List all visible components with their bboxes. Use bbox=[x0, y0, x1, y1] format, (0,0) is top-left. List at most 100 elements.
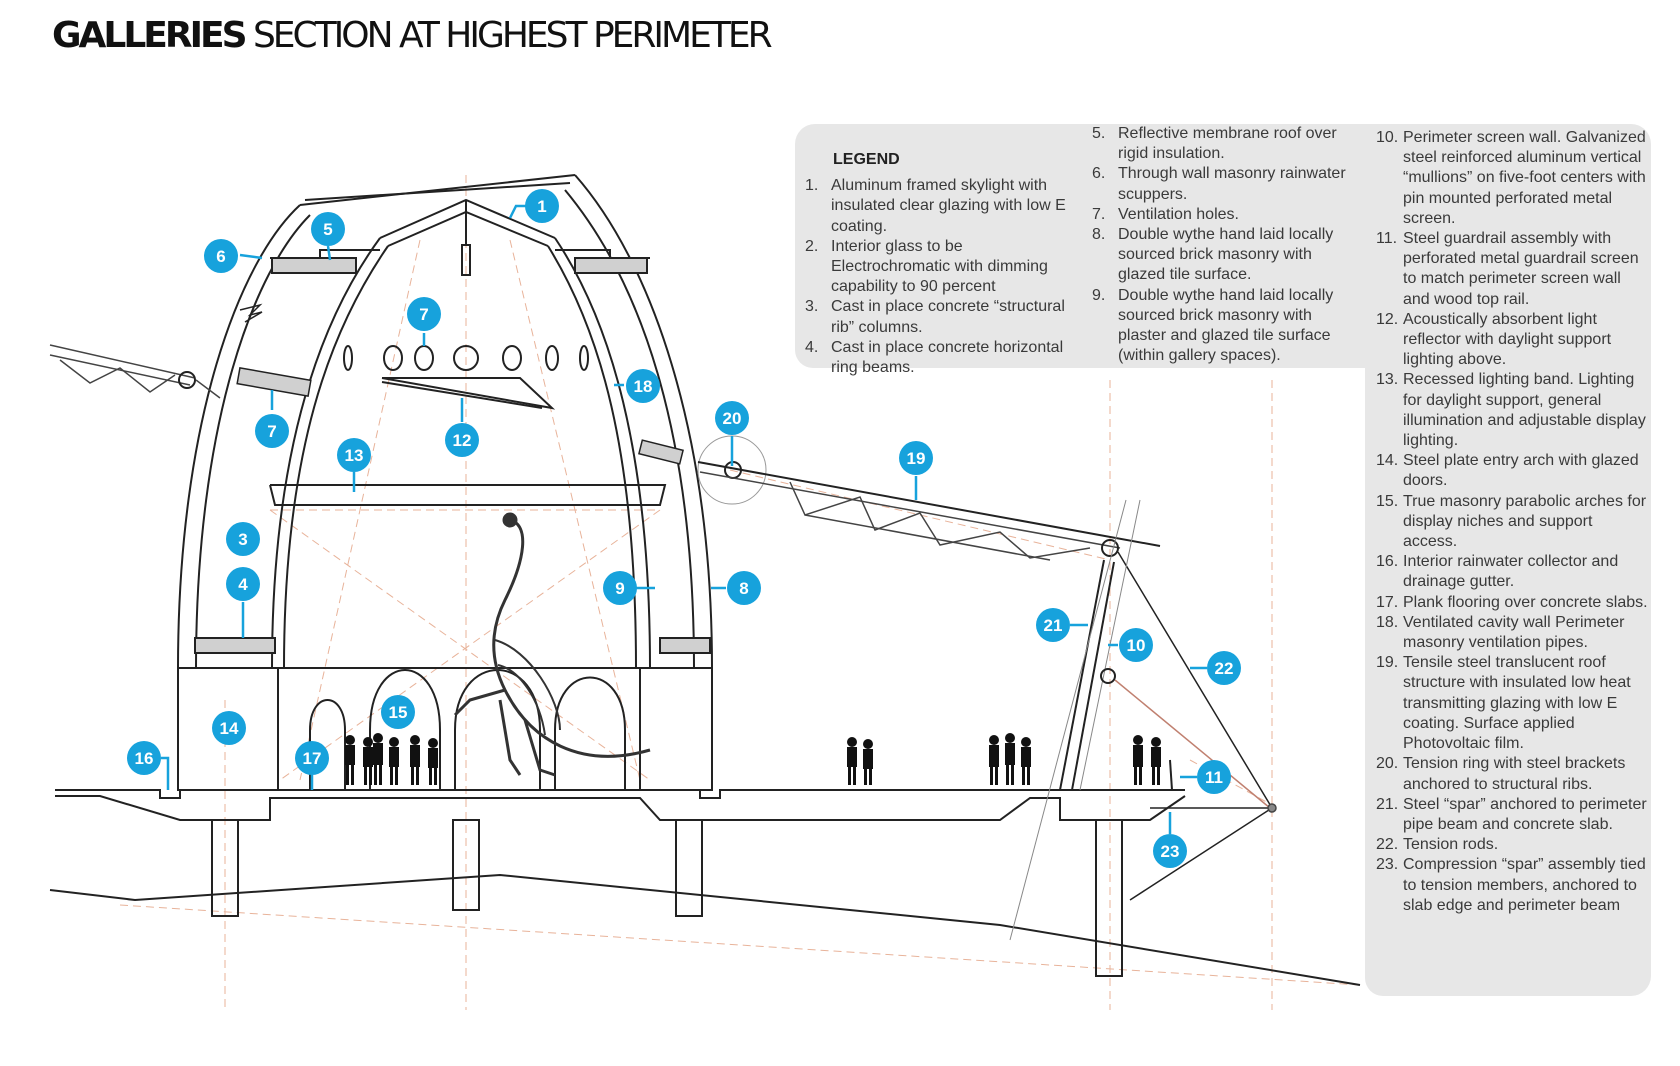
legend-item-23: 23.Compression “spar” assembly tied to t… bbox=[1376, 855, 1648, 916]
legend-item-7: 7. Ventilation holes. bbox=[1092, 205, 1358, 225]
callout-14: 14 bbox=[212, 711, 246, 745]
legend-item-number: 4. bbox=[805, 338, 819, 356]
legend-item-18: 18.Ventilated cavity wall Perimeter maso… bbox=[1376, 613, 1648, 653]
callout-21: 21 bbox=[1036, 608, 1070, 642]
callout-12: 12 bbox=[445, 423, 479, 457]
legend-item-number: 8. bbox=[1092, 226, 1106, 244]
legend-item-text: Steel plate entry arch with glazed doors… bbox=[1403, 452, 1639, 490]
legend-item-text: Tensile steel translucent roof structure… bbox=[1403, 654, 1631, 753]
legend-item-1: 1. Aluminum framed skylight with insulate… bbox=[805, 176, 1083, 237]
callout-18-label: 18 bbox=[634, 377, 653, 396]
legend-item-17: 17.Plank flooring over concrete slabs. bbox=[1376, 593, 1648, 613]
legend-item-text: Steel “spar” anchored to perimeter pipe … bbox=[1403, 795, 1647, 833]
legend-panel-right bbox=[1365, 124, 1651, 996]
callout-19-label: 19 bbox=[907, 449, 926, 468]
legend-item-number: 20. bbox=[1376, 755, 1399, 773]
legend-item-number: 11. bbox=[1376, 230, 1398, 248]
callout-4-label: 4 bbox=[238, 575, 248, 594]
legend-item-number: 18. bbox=[1376, 613, 1399, 631]
callout-1-label: 1 bbox=[537, 197, 546, 216]
legend-item-text: Plank flooring over concrete slabs. bbox=[1403, 593, 1648, 611]
people-silhouettes bbox=[345, 733, 1161, 785]
legend-item-number: 15. bbox=[1376, 492, 1399, 510]
callout-17-label: 17 bbox=[303, 749, 322, 768]
legend-item-number: 16. bbox=[1376, 553, 1399, 571]
legend-item-text: Cast in place concrete horizontal ring b… bbox=[831, 338, 1064, 377]
legend-item-text: Tension ring with steel brackets anchore… bbox=[1403, 755, 1626, 793]
legend-item-text: Reflective membrane roof over rigid insu… bbox=[1118, 125, 1337, 163]
left-canopy bbox=[49, 303, 312, 399]
legend-item-number: 2. bbox=[805, 237, 819, 255]
legend-column-1: LEGEND 1. Aluminum framed skylight with i… bbox=[805, 150, 1083, 378]
callout-11: 11 bbox=[1197, 760, 1231, 794]
legend-column-3: 10.Perimeter screen wall. Galvanized ste… bbox=[1376, 128, 1648, 916]
legend-item-14: 14.Steel plate entry arch with glazed do… bbox=[1376, 451, 1648, 491]
callout-14-label: 14 bbox=[220, 719, 239, 738]
legend-item-10: 10.Perimeter screen wall. Galvanized ste… bbox=[1376, 128, 1648, 229]
title-bold: GALLERIES bbox=[52, 15, 248, 56]
legend-item-16: 16.Interior rainwater collector and drai… bbox=[1376, 552, 1648, 592]
legend-item-text: Recessed lighting band. Lighting for day… bbox=[1403, 371, 1646, 450]
legend-item-text: Ventilated cavity wall Perimeter masonry… bbox=[1403, 613, 1625, 652]
legend-item-text: Ventilation holes. bbox=[1118, 205, 1239, 223]
legend-item-text: Acoustically absorbent light reflector w… bbox=[1403, 310, 1612, 369]
legend-item-number: 23. bbox=[1376, 856, 1399, 874]
legend-item-number: 14. bbox=[1376, 452, 1399, 470]
legend-item-8: 8. Double wythe hand laid locally sourced… bbox=[1092, 225, 1358, 286]
legend-panel-top bbox=[795, 124, 1365, 368]
legend-item-3: 3. Cast in place concrete “structural rib… bbox=[805, 297, 1083, 337]
callout-6: 6 bbox=[204, 239, 238, 273]
legend-item-22: 22.Tension rods. bbox=[1376, 835, 1648, 855]
callout-8-label: 8 bbox=[739, 579, 748, 598]
legend-item-15: 15.True masonry parabolic arches for dis… bbox=[1376, 492, 1648, 553]
legend-item-text: Compression “spar” assembly tied to tens… bbox=[1403, 856, 1646, 914]
callout-15-label: 15 bbox=[389, 703, 408, 722]
callout-19: 19 bbox=[899, 441, 933, 475]
callout-6-label: 6 bbox=[216, 247, 225, 266]
legend-item-text: Interior glass to be Electrochromatic wi… bbox=[831, 237, 1048, 296]
callout-18: 18 bbox=[626, 369, 660, 403]
legend-item-text: Aluminum framed skylight with insulated … bbox=[831, 177, 1066, 235]
legend-item-number: 12. bbox=[1376, 310, 1399, 328]
legend-item-2: 2. Interior glass to be Electrochromatic … bbox=[805, 237, 1083, 298]
callout-20: 20 bbox=[715, 401, 749, 435]
callouts: 1 5 6 7 7 18 20 19 12 13 3 4 9 8 21 10 2… bbox=[127, 189, 1241, 868]
legend-item-number: 7. bbox=[1092, 205, 1106, 223]
legend-item-text: Double wythe hand laid locally sourced b… bbox=[1118, 226, 1334, 284]
callout-4: 4 bbox=[226, 567, 260, 601]
legend-item-text: True masonry parabolic arches for displa… bbox=[1403, 492, 1647, 551]
legend-item-number: 10. bbox=[1376, 129, 1399, 146]
legend-item-text: Steel guardrail assembly with perforated… bbox=[1403, 230, 1639, 308]
callout-9-label: 9 bbox=[615, 579, 624, 598]
legend-column-2: 5.Reflective membrane roof over rigid in… bbox=[1092, 124, 1358, 366]
legend-item-5: 5.Reflective membrane roof over rigid in… bbox=[1092, 124, 1358, 164]
callout-15: 15 bbox=[381, 695, 415, 729]
callout-16-label: 16 bbox=[135, 749, 154, 768]
callout-16: 16 bbox=[127, 741, 161, 775]
callout-5: 5 bbox=[311, 212, 345, 246]
title-rest: SECTION AT HIGHEST PERIMETER bbox=[244, 15, 773, 56]
vault-structure bbox=[177, 174, 713, 791]
callout-17: 17 bbox=[295, 741, 329, 775]
legend-item-text: Through wall masonry rainwater scuppers. bbox=[1118, 165, 1346, 203]
callout-10: 10 bbox=[1119, 628, 1153, 662]
dinosaur-skeleton bbox=[453, 512, 651, 777]
legend-item-19: 19.Tensile steel translucent roof struct… bbox=[1376, 653, 1648, 754]
legend-item-13: 13.Recessed lighting band. Lighting for … bbox=[1376, 370, 1648, 451]
legend-heading: LEGEND bbox=[833, 151, 900, 168]
legend-item-4: 4. Cast in place concrete horizontal ring… bbox=[805, 338, 1083, 378]
callout-21-label: 21 bbox=[1044, 616, 1063, 635]
callout-3-label: 3 bbox=[238, 530, 247, 549]
ground-profile bbox=[49, 873, 1361, 986]
legend-item-text: Perimeter screen wall. Galvanized steel … bbox=[1403, 129, 1646, 227]
callout-11-label: 11 bbox=[1205, 768, 1223, 787]
legend-item-number: 1. bbox=[805, 177, 819, 195]
callout-7-upper: 7 bbox=[407, 297, 441, 331]
callout-22: 22 bbox=[1207, 651, 1241, 685]
legend-item-number: 3. bbox=[805, 298, 819, 316]
legend-item-text: Cast in place concrete “structural rib” … bbox=[831, 298, 1065, 336]
callout-10-label: 10 bbox=[1127, 636, 1146, 655]
legend-item-6: 6.Through wall masonry rainwater scupper… bbox=[1092, 164, 1358, 204]
legend-item-number: 17. bbox=[1376, 593, 1399, 611]
